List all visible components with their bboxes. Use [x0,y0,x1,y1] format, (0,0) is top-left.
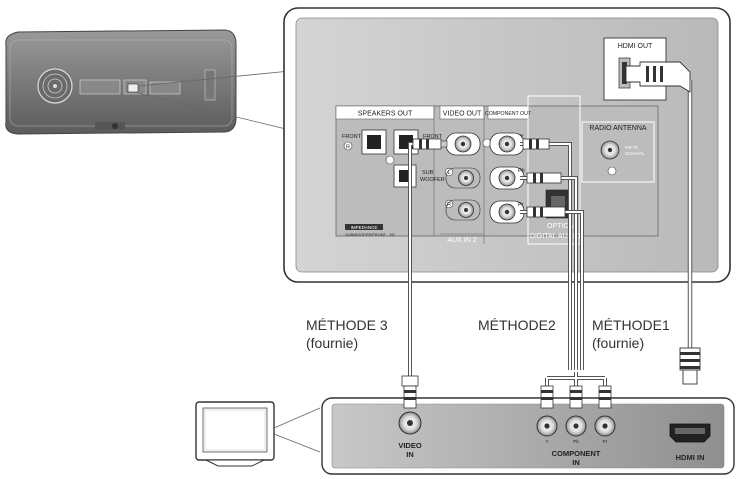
callout-line [137,70,291,87]
video-out-section: VIDEO OUT L R AUX IN 2 [439,105,492,244]
method-labels: MÉTHODE 3 (fournie) MÉTHODE2 MÉTHODE1 (f… [306,317,670,351]
speaker-terminal-front-r [361,129,387,155]
ground-icon [385,155,395,165]
callout-line [273,433,321,453]
tv-input-panel: VIDEO IN Y Pb Pr COMPONENT IN [321,347,735,475]
main-unit-thumbnail [5,29,237,135]
svg-text:Pb: Pb [518,168,525,174]
radio-antenna-label: RADIO ANTENNA [589,125,647,132]
callout-line [137,92,291,131]
component-out-label: COMPONENT OUT [485,111,532,117]
video-plug-panel [412,138,448,150]
svg-text:Pr: Pr [518,202,524,208]
impedance-badge [345,224,383,230]
callout-line [273,407,321,429]
fan-grille-icon [37,68,73,104]
svg-text:SUB: SUB [422,170,434,176]
svg-text:HDMI IN: HDMI IN [676,453,705,462]
method-1-label: MÉTHODE1 [592,317,670,333]
rear-panel-zoom: HDMI OUT SPEAKERS OUT FRONT R FRONT SUB … [283,7,731,283]
tv-component-in: Y Pb Pr COMPONENT IN [536,385,616,467]
svg-text:Y: Y [545,439,548,444]
front-label-left: FRONT [342,134,362,140]
front-label-right: FRONT [423,134,443,140]
svg-text:Y: Y [520,134,524,140]
method-2-label: MÉTHODE2 [478,317,556,333]
marker-r-circle [343,141,353,151]
svg-text:FM 75: FM 75 [625,145,638,150]
svg-text:IN: IN [572,458,580,467]
svg-text:Pb: Pb [573,439,579,444]
svg-text:L: L [447,170,450,176]
tv-icon [195,401,275,467]
hdmi-plug-panel [625,61,691,93]
svg-text:R: R [346,144,350,150]
highlight-port [127,83,139,93]
tv-video-in: VIDEO IN [398,375,422,459]
svg-text:COMPONENT: COMPONENT [552,449,601,458]
component-out-section: COMPONENT OUT Y Pb Pr [485,105,532,224]
svg-text:IMPEDANCE: IMPEDANCE [351,225,378,230]
radio-antenna-section: RADIO ANTENNA FM 75 COAXIAL [581,121,655,183]
svg-text:COAXIAL: COAXIAL [625,151,645,156]
svg-text:VIDEO: VIDEO [398,441,422,450]
method-1-note: (fournie) [592,335,644,351]
method-3-label: MÉTHODE 3 [306,317,388,333]
speakers-out-section: SPEAKERS OUT FRONT R FRONT SUB WOOFER IM… [335,105,445,237]
svg-text:DIGITAL AUDIO: DIGITAL AUDIO [530,233,581,240]
tv-hdmi-in: HDMI IN [669,347,711,462]
svg-text:Pr: Pr [603,439,608,444]
hdmi-out-label: HDMI OUT [618,43,653,50]
svg-text:IN: IN [406,450,414,459]
svg-text:SUBWOOFER/FRONT : 3Ω: SUBWOOFER/FRONT : 3Ω [345,232,395,237]
svg-text:WOOFER: WOOFER [420,177,445,183]
aux-in-label: AUX IN 2 [447,237,476,244]
video-out-label: VIDEO OUT [443,111,482,118]
ground-icon [607,166,617,176]
cables [408,61,693,392]
svg-text:R: R [447,202,451,208]
method-3-note: (fournie) [306,335,358,351]
speakers-out-label: SPEAKERS OUT [358,111,413,118]
component-plugs-panel [522,138,566,218]
svg-text:OPTICAL: OPTICAL [547,223,577,230]
